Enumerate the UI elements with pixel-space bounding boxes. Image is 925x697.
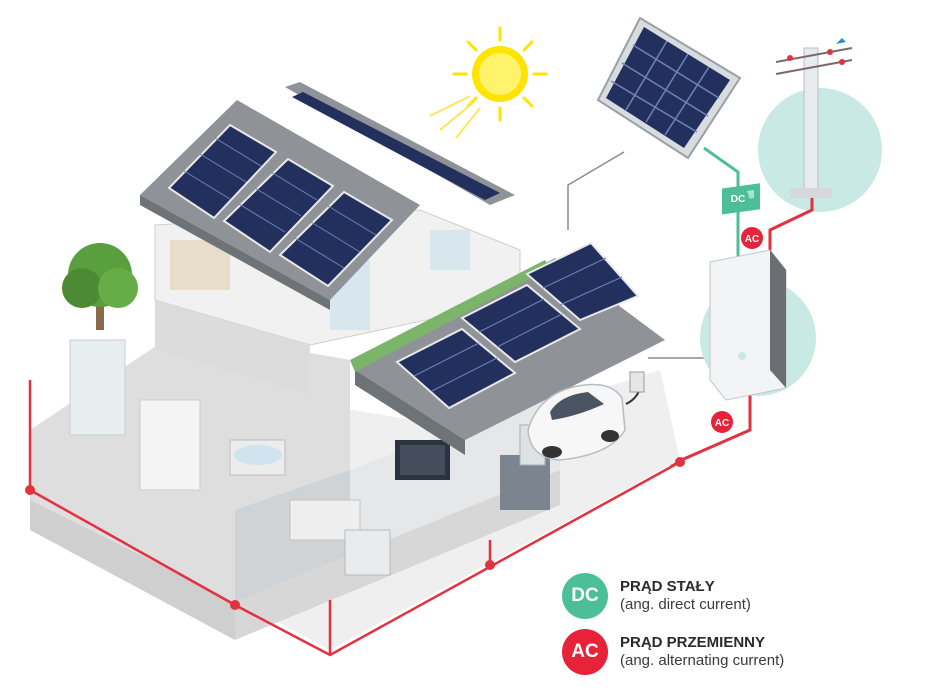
legend-ac-title: PRĄD PRZEMIENNY	[620, 634, 784, 652]
solar-panel-icon	[598, 18, 740, 158]
svg-text:DC: DC	[731, 194, 745, 205]
ac-legend-badge: AC	[562, 629, 608, 675]
legend-item-ac: AC PRĄD PRZEMIENNY (ang. alternating cur…	[562, 624, 902, 680]
legend-dc-title: PRĄD STAŁY	[620, 578, 751, 596]
power-pole-icon	[758, 38, 882, 212]
svg-text:AC: AC	[745, 234, 759, 245]
dc-cable-badge: DC	[727, 187, 749, 209]
ac-cable-badge-bottom: AC	[711, 411, 733, 433]
sun-icon	[430, 28, 546, 138]
ac-cable-badge-top: AC	[741, 227, 763, 249]
legend-ac-subtitle: (ang. alternating current)	[620, 652, 784, 670]
legend-item-dc: DC PRĄD STAŁY (ang. direct current)	[562, 568, 902, 624]
legend-dc-subtitle: (ang. direct current)	[620, 596, 751, 614]
dc-legend-badge: DC	[562, 573, 608, 619]
tree-icon	[62, 243, 138, 330]
svg-text:AC: AC	[715, 418, 729, 429]
